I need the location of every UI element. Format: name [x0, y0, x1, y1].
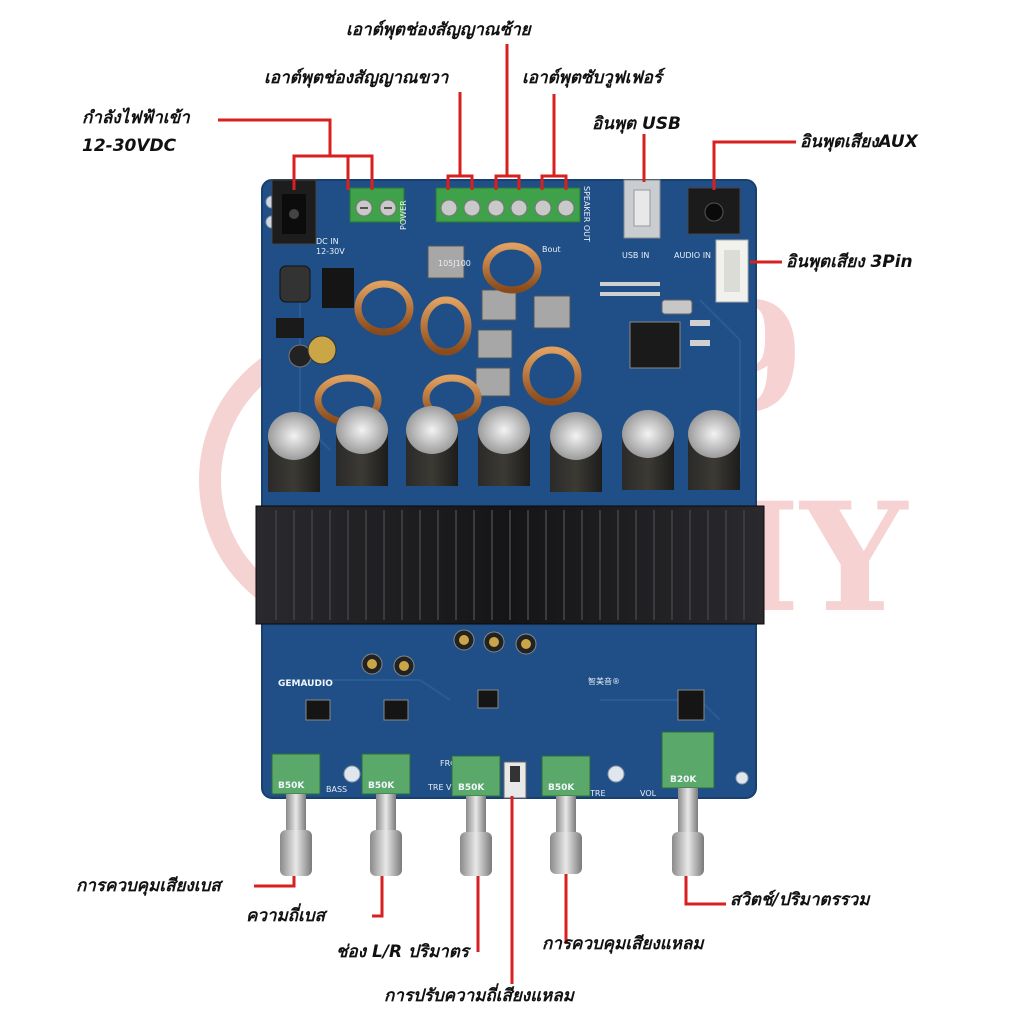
label-aux-in: อินพุตเสียงAUX [800, 132, 918, 152]
label-bass-control: การควบคุมเสียงเบส [76, 876, 221, 896]
label-master-volume: สวิตช์/ปริมาตรรวม [730, 890, 870, 910]
label-bass-frequency: ความถี่เบส [246, 906, 325, 926]
pot-bass-frequency[interactable]: B50K [361, 753, 411, 876]
silk-vol: VOL [640, 789, 657, 798]
heatsink [255, 505, 765, 625]
silk-power: POWER [399, 200, 408, 230]
label-subwoofer-out: เอาต์พุตซับวูฟเฟอร์ [522, 68, 662, 88]
silk-speaker-out: SPEAKER OUT [582, 186, 591, 242]
silk-bout: Bout [542, 245, 561, 254]
silk-bass: BASS [326, 785, 347, 794]
silk-tre-vol: TRE VOL [427, 783, 463, 792]
pot-value-lr-volume: B50K [458, 783, 485, 793]
toroid-coils [314, 242, 582, 426]
pot-value-treble: B50K [548, 783, 575, 793]
capacitor-row [268, 406, 740, 492]
label-usb-in: อินพุต USB [592, 114, 682, 134]
aux-jack [687, 187, 741, 235]
label-right-channel-out: เอาต์พุตช่องสัญญาณขวา [264, 68, 449, 88]
power-terminal [349, 187, 405, 223]
label-treble-control: การควบคุมเสียงแหลม [542, 934, 704, 954]
silk-usb-in: USB IN [622, 251, 649, 260]
speaker-terminal-block [435, 187, 581, 223]
label-treble-frequency: การปรับความถี่เสียงแหลม [384, 986, 574, 1006]
silk-inductor-code: 105J100 [438, 259, 471, 268]
silk-brand: GEMAUDIO [278, 679, 333, 689]
pot-treble[interactable]: B50K [541, 755, 591, 874]
main-chip [629, 321, 681, 369]
dc-jack [271, 179, 317, 245]
pot-master-volume[interactable]: B20K [661, 731, 715, 876]
pot-lr-volume[interactable]: B50K [451, 755, 501, 876]
pot-bass[interactable]: B50K [271, 753, 321, 876]
three-pin-connector [715, 239, 749, 303]
silk-audio-in: AUDIO IN [674, 251, 711, 260]
pot-value-bass: B50K [278, 781, 305, 791]
silk-frq: FRQ. [440, 759, 459, 768]
silk-chinese: 智美音® [588, 676, 620, 686]
pot-value-master-volume: B20K [670, 775, 697, 785]
label-3pin-in: อินพุตเสียง 3Pin [786, 252, 913, 272]
label-power-in-voltage: 12-30VDC [82, 136, 177, 156]
silk-tre: TRE [589, 789, 606, 798]
treble-frequency-switch[interactable] [503, 761, 527, 799]
silk-dc-voltage: 12-30V [316, 247, 345, 256]
usb-port [623, 179, 661, 239]
silk-dc-in: DC IN [316, 237, 339, 246]
callout-lines [218, 44, 796, 984]
label-left-channel-out: เอาต์พุตช่องสัญญาณซ้าย [346, 20, 531, 40]
label-power-in: กำลังไฟฟ้าเข้า [82, 108, 190, 128]
label-lr-volume: ช่อง L/R ปริมาตร [336, 942, 469, 962]
pot-value-bass-frequency: B50K [368, 781, 395, 791]
